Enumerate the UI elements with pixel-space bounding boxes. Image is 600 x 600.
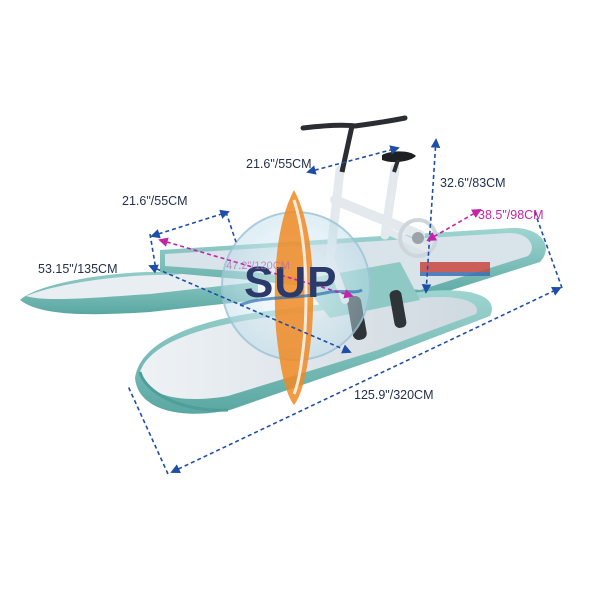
float-width-dimension-line	[150, 209, 230, 239]
sup-logo-text: SUP	[244, 258, 338, 307]
inner-length-dimension-line	[158, 237, 354, 299]
seat-front-dimension-line	[426, 209, 482, 241]
overall-width-label: 53.15"/135CM	[38, 262, 118, 276]
height-label: 32.6"/83CM	[440, 176, 506, 190]
float-width-label: 21.6"/55CM	[122, 194, 188, 208]
handlebar-width-label: 21.6"/55CM	[246, 157, 312, 171]
handlebar-dimension-line	[306, 145, 400, 175]
handlebar	[300, 115, 408, 173]
overall-length-label: 125.9"/320CM	[354, 388, 434, 402]
dimension-lines	[127, 138, 563, 475]
seat-to-front-label: 38.5"/98CM	[478, 208, 544, 222]
length-dimension-line	[170, 286, 562, 474]
inner-length-label: 47.2"/120CM	[226, 260, 290, 272]
height-dimension-line	[421, 138, 441, 294]
